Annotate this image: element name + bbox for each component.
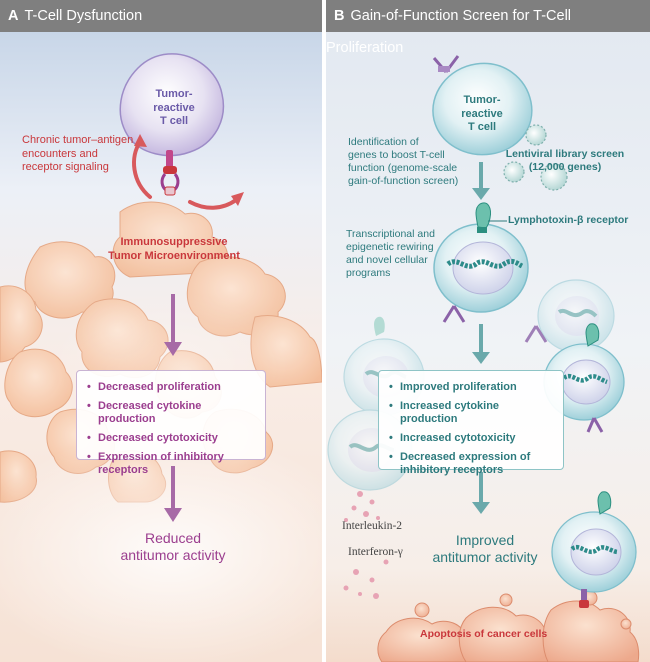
arrow-head-icon [472,188,490,200]
rewiring-label: Transcriptional and epigenetic rewiring … [346,228,435,279]
cell-label: Tumor-reactive T cell [461,94,503,133]
t-cell-receptor-icon [160,150,180,196]
lentiviral-label: Lentiviral library screen (12,000 genes) [505,148,625,173]
interleukin-label: Interleukin-2 [342,520,403,532]
panel-letter: A [8,8,19,24]
chronic-signaling-arrows [132,140,238,210]
arrow-head-icon [134,134,147,147]
arrow-head-icon [164,508,182,522]
panel-title: Gain-of-Function Screen for T-Cell Proli… [326,8,572,56]
tme-label: Immunosuppressive Tumor Microenvironment [108,236,240,262]
panel-title: T-Cell Dysfunction [24,8,143,24]
engineered-t-cell-icon [551,491,637,608]
t-cell-icon [432,62,533,156]
outcome-box-a: •Decreased proliferation •Decreased cyto… [76,370,266,476]
arrow-head-icon [472,352,490,364]
cell-label: Tumor-reactive T cell [153,88,195,127]
apoptosis-label: Apoptosis of cancer cells [420,628,548,640]
panel-letter: B [334,8,345,24]
outcome-item: •Decreased cytokine production [87,400,202,425]
lentivirus-icon [503,124,568,191]
chronic-signaling-label: Chronic tumor–antigen encounters and rec… [22,134,134,173]
arrow-head-icon [231,192,244,206]
result-label-a: Reduced antitumor activity [120,530,226,563]
outcome-item: •Increased cytokine production [389,400,500,425]
outcome-item: •Expression of inhibitory receptors [87,451,224,476]
outcome-item: •Decreased cytotoxicity [87,432,218,444]
t-cell-receptor-icon [524,325,548,343]
t-cell-receptor-icon [442,305,466,323]
interferon-label: Interferon-γ [348,546,403,558]
panel-b-illustration [326,32,650,662]
identification-label: Identification of genes to boost T-cell … [348,136,459,187]
outcome-item: •Improved proliferation [389,381,517,393]
cancer-cells [377,590,640,662]
arrow-head-icon [472,502,490,514]
panel-a: A T-Cell Dysfunction Tumor-reactive T cel… [0,0,322,662]
outcome-item: •Decreased proliferation [87,381,221,393]
engineered-t-cell-icon [433,223,529,313]
t-cell-icon [119,53,225,157]
t-cell-receptor-icon [432,55,460,73]
outcome-item: •Increased cytotoxicity [389,432,516,444]
result-label-b: Improved antitumor activity [432,532,538,565]
lymphotoxin-receptor-icon [475,202,491,233]
receptor-label: Lymphotoxin-β receptor [508,214,629,226]
engineered-t-cell-icon [543,323,625,433]
outcome-box-b: •Improved proliferation •Increased cytok… [378,370,564,476]
arrow-head-icon [164,342,182,356]
panel-a-header: A T-Cell Dysfunction [0,0,322,32]
cytokine-dots-icon [343,491,389,599]
